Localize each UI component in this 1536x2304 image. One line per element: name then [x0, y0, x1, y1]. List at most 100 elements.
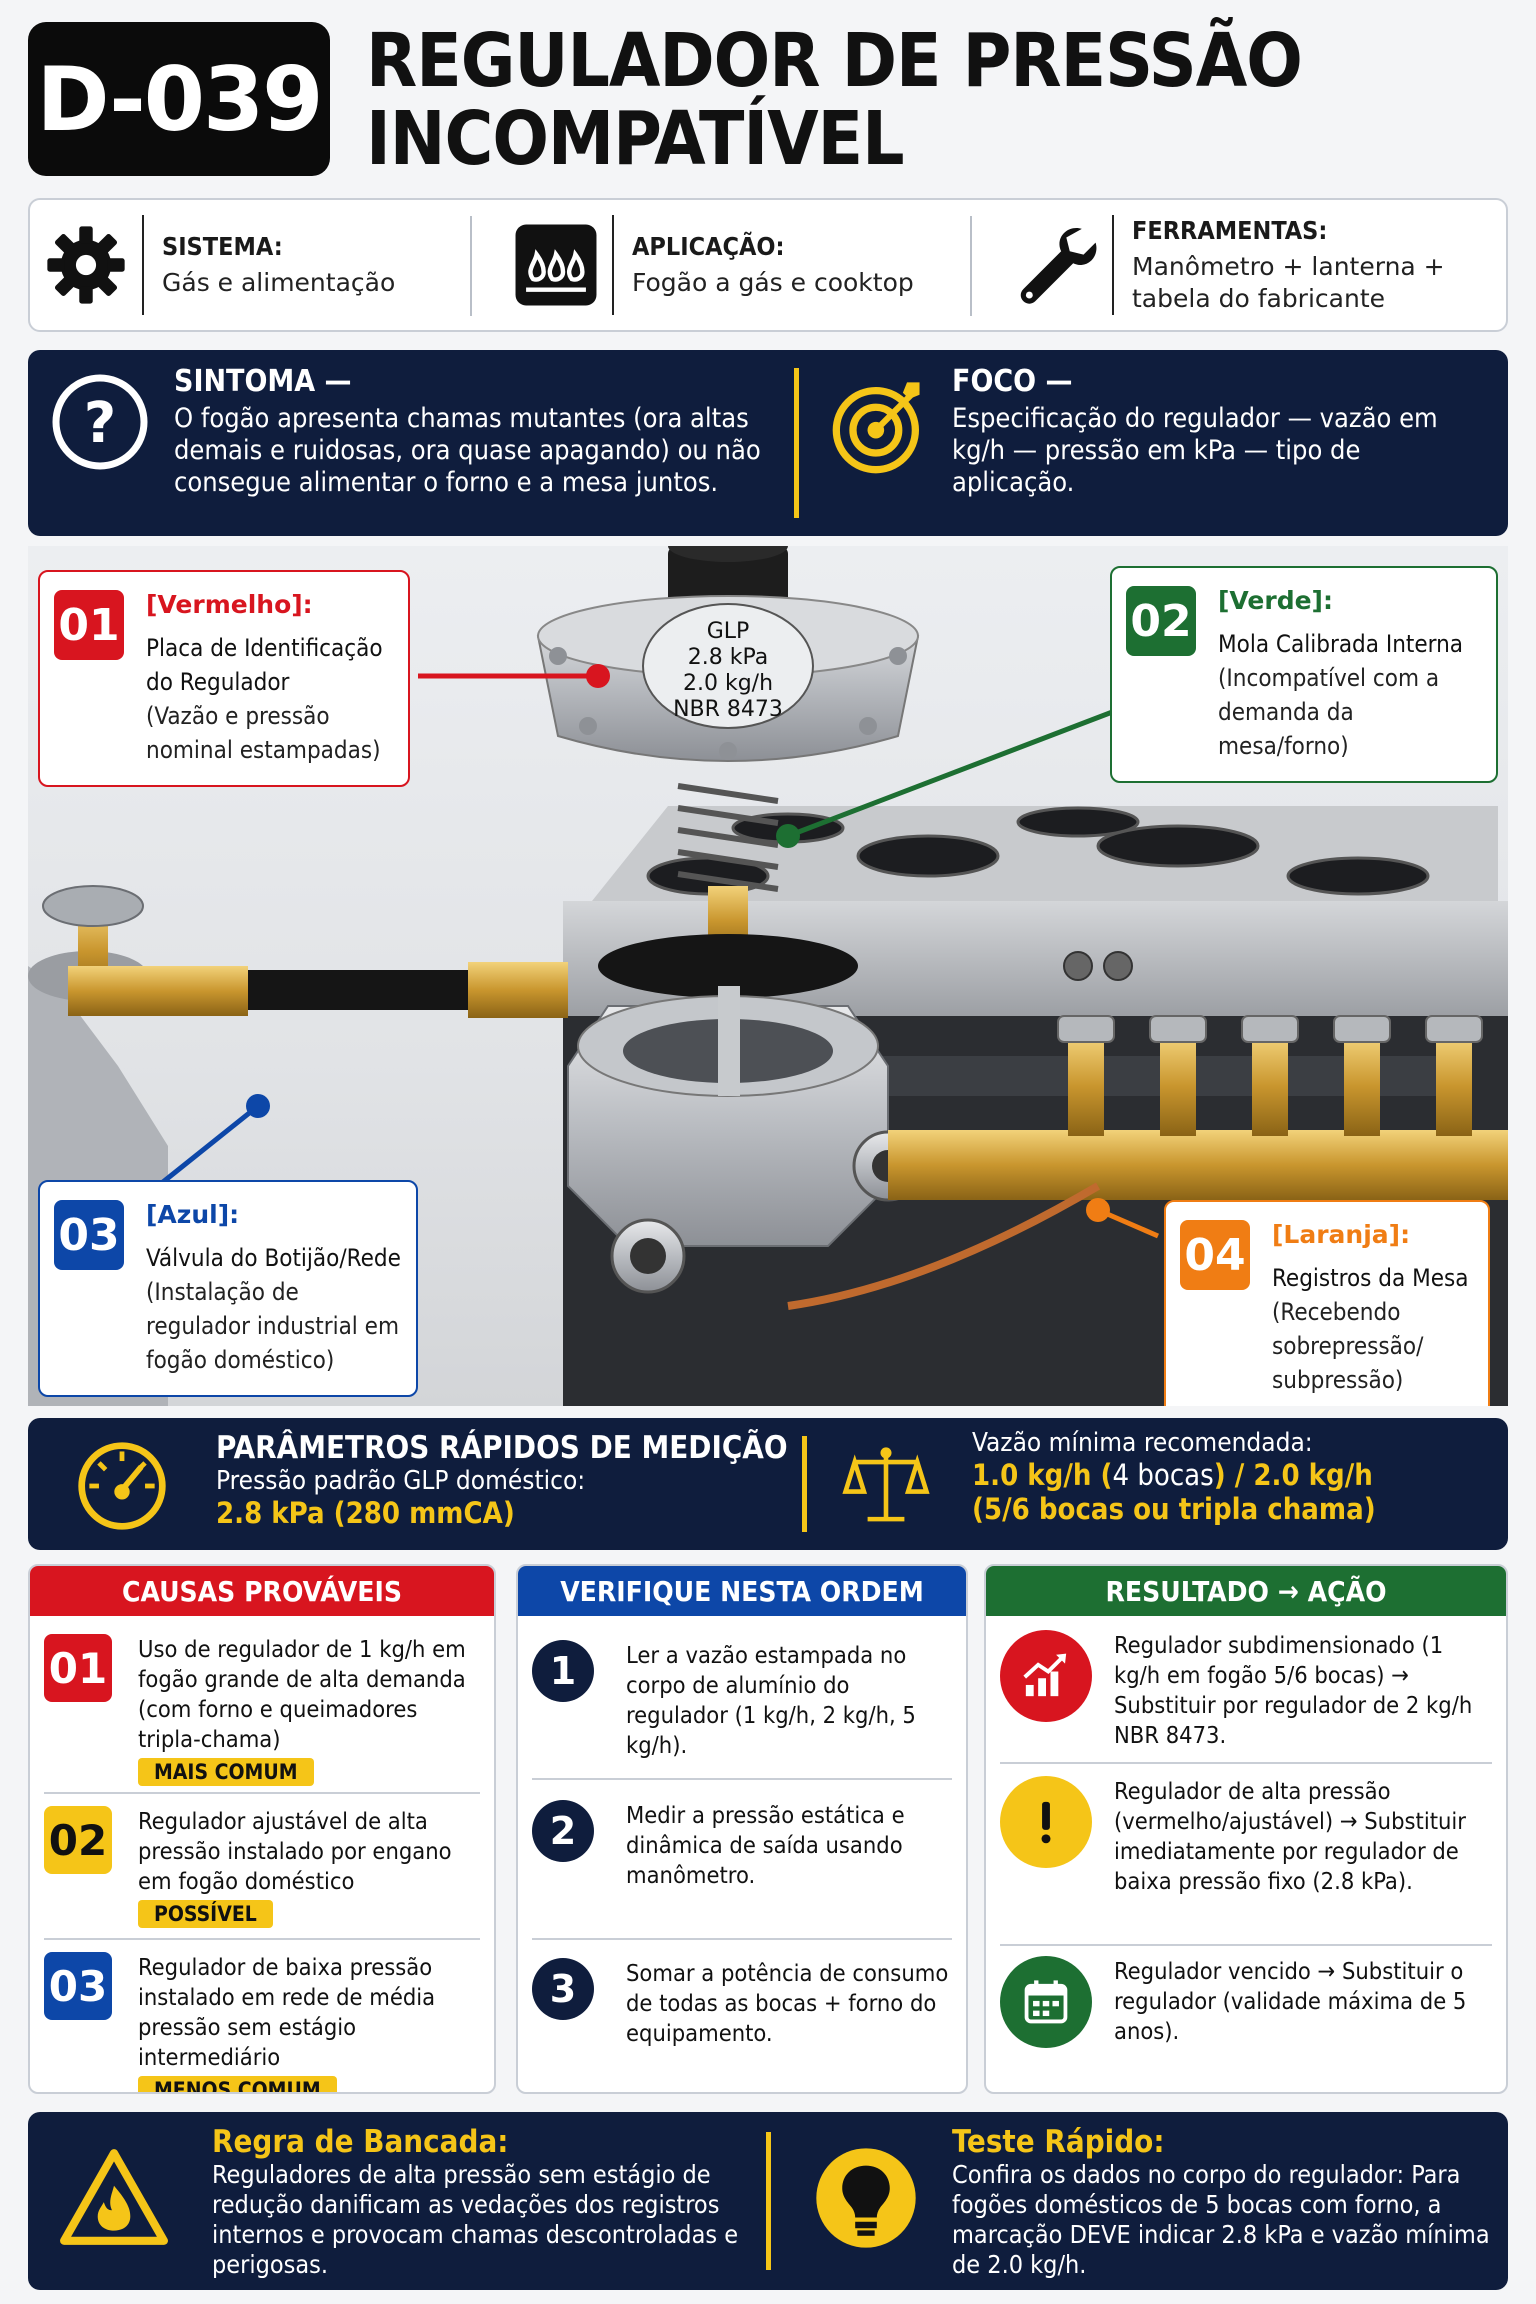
frequency-badge: MAIS COMUM: [138, 1758, 314, 1786]
cause-text: Regulador de baixa pressão instalado em …: [138, 1953, 436, 2071]
regulator-illustration: GLP 2.8 kPa 2.0 kg/h NBR 8473: [28, 546, 1508, 1406]
flame-icon: [515, 224, 597, 306]
callout-desc: (Incompatível com a demanda da mesa/forn…: [1218, 664, 1440, 760]
exclamation-icon: [1000, 1776, 1092, 1868]
test-title: Teste Rápido:: [952, 2124, 1165, 2160]
info-label: APLICAÇÃO:: [632, 231, 785, 261]
info-label: SISTEMA:: [162, 231, 283, 261]
callout-green: 02 [Verde]:Mola Calibrada Interna(Incomp…: [1110, 566, 1498, 783]
gauge-icon: [78, 1442, 166, 1530]
frequency-badge: MENOS COMUM: [138, 2076, 337, 2092]
step-number: 3: [532, 1958, 594, 2020]
regulator-body: [567, 934, 924, 1294]
callout-tag: [Azul]:: [146, 1200, 240, 1229]
marker-blue: [246, 1094, 270, 1118]
symptom-text: O fogão apresenta chamas mutantes (ora a…: [174, 403, 761, 498]
flow-value-b: 4 bocas: [1112, 1458, 1214, 1492]
cause-item: 01 Uso de regulador de 1 kg/h em fogão g…: [44, 1634, 480, 1786]
check-step: 2 Medir a pressão estática e dinâmica de…: [532, 1800, 952, 1890]
info-label: FERRAMENTAS:: [1132, 215, 1328, 245]
step-text: Medir a pressão estática e dinâmica de s…: [626, 1801, 905, 1889]
measurement-params: PARÂMETROS RÁPIDOS DE MEDIÇÃO Pressão pa…: [28, 1418, 1508, 1550]
flow-value-c: ) / 2.0 kg/h: [1213, 1458, 1373, 1492]
symptom-title: SINTOMA —: [174, 364, 352, 399]
cause-number: 02: [44, 1806, 112, 1874]
cause-text: Regulador ajustável de alta pressão inst…: [138, 1807, 452, 1895]
callout-number: 03: [54, 1200, 124, 1270]
test-text: Confira os dados no corpo do regulador: …: [952, 2160, 1490, 2279]
title-line-1: REGULADOR DE PRESSÃO: [366, 18, 1303, 104]
info-bar: SISTEMA: Gás e alimentação APLICAÇÃO:Fogã…: [28, 198, 1508, 332]
flow-line-1: 1.0 kg/h (4 bocas) / 2.0 kg/h: [972, 1458, 1492, 1492]
scale-icon: [842, 1447, 930, 1522]
causes-column: CAUSAS PROVÁVEIS 01 Uso de regulador de …: [28, 1564, 496, 2094]
results-column: RESULTADO → AÇÃO Regulador subdimensiona…: [984, 1564, 1508, 2094]
callout-desc: (Vazão e pressão nominal estampadas): [146, 702, 381, 764]
result-text: Regulador subdimensionado (1 kg/h em fog…: [1114, 1631, 1473, 1749]
callout-tag: [Vermelho]:: [146, 590, 313, 619]
result-text: Regulador vencido → Substituir o regulad…: [1114, 1957, 1467, 2045]
marker-green: [776, 824, 800, 848]
check-step: 1 Ler a vazão estampada no corpo de alum…: [532, 1640, 952, 1760]
cause-number: 01: [44, 1634, 112, 1702]
result-text: Regulador de alta pressão (vermelho/ajus…: [1114, 1777, 1466, 1895]
callout-number: 01: [54, 590, 124, 660]
causes-header: CAUSAS PROVÁVEIS: [30, 1566, 494, 1616]
gear-icon: [47, 226, 125, 304]
check-step: 3 Somar a potência de consumo de todas a…: [532, 1958, 952, 2048]
svg-text:?: ?: [84, 391, 116, 456]
frequency-badge: POSSÍVEL: [138, 1900, 273, 1928]
page-title: REGULADOR DE PRESSÃO INCOMPATÍVEL: [366, 22, 1506, 178]
callout-name: Placa de Identificação do Regulador: [146, 634, 383, 696]
info-text: Gás e alimentação: [162, 267, 396, 297]
info-application: APLICAÇÃO:Fogão a gás e cooktop: [500, 200, 980, 330]
result-item: Regulador vencido → Substituir o regulad…: [1000, 1956, 1492, 2048]
checks-header: VERIFIQUE NESTA ORDEM: [518, 1566, 966, 1616]
params-subtitle: Pressão padrão GLP doméstico:: [216, 1466, 586, 1496]
fire-warning-icon: [60, 2149, 168, 2245]
step-text: Somar a potência de consumo de todas as …: [626, 1959, 949, 2047]
result-item: Regulador de alta pressão (vermelho/ajus…: [1000, 1776, 1492, 1896]
stove-manifold: [787, 1015, 1508, 1310]
procedure-code: D-039: [28, 22, 330, 176]
calendar-icon: [1000, 1956, 1092, 2048]
flow-line-2: (5/6 bocas ou tripla chama): [972, 1492, 1376, 1526]
plate-line: NBR 8473: [673, 697, 783, 722]
question-icon: ?: [52, 374, 148, 470]
cylinder-valve: [42, 885, 568, 1018]
footer-panel: Regra de Bancada: Reguladores de alta pr…: [28, 2112, 1508, 2290]
checks-column: VERIFIQUE NESTA ORDEM 1 Ler a vazão esta…: [516, 1564, 968, 2094]
lightbulb-icon: [816, 2148, 916, 2248]
cause-item: 03 Regulador de baixa pressão instalado …: [44, 1952, 480, 2092]
plate-line: GLP: [707, 619, 750, 644]
callout-number: 02: [1126, 586, 1196, 656]
title-line-2: INCOMPATÍVEL: [366, 96, 905, 182]
target-icon: [832, 382, 920, 474]
focus-title: FOCO —: [952, 364, 1073, 399]
leader-line-blue: [156, 1104, 260, 1188]
callout-number: 04: [1180, 1220, 1250, 1290]
marker-orange: [1086, 1198, 1110, 1222]
cause-item: 02 Regulador ajustável de alta pressão i…: [44, 1806, 480, 1928]
step-number: 1: [532, 1640, 594, 1702]
plate-line: 2.8 kPa: [688, 645, 768, 670]
params-title: PARÂMETROS RÁPIDOS DE MEDIÇÃO: [216, 1430, 788, 1466]
callout-name: Válvula do Botijão/Rede: [146, 1244, 401, 1272]
flow-label: Vazão mínima recomendada:: [972, 1428, 1313, 1458]
marker-red: [586, 664, 610, 688]
callout-red: 01 [Vermelho]: Placa de Identificação do …: [38, 570, 410, 787]
chart-up-icon: [1000, 1630, 1092, 1722]
results-header: RESULTADO → AÇÃO: [986, 1566, 1506, 1616]
info-tools: FERRAMENTAS:Manômetro + lanterna + tabel…: [1000, 200, 1500, 330]
leader-line-green: [787, 703, 1129, 839]
params-value: 2.8 kPa (280 mmCA): [216, 1496, 515, 1530]
rule-title: Regra de Bancada:: [212, 2124, 509, 2160]
plate-line: 2.0 kg/h: [683, 671, 773, 696]
callout-name: Mola Calibrada Interna: [1218, 630, 1464, 658]
cause-number: 03: [44, 1952, 112, 2020]
regulator-cover: GLP 2.8 kPa 2.0 kg/h NBR 8473: [536, 546, 920, 762]
result-item: Regulador subdimensionado (1 kg/h em fog…: [1000, 1630, 1492, 1750]
callout-desc: (Recebendo sobrepressão/ subpressão): [1272, 1298, 1424, 1394]
flow-value-a: 1.0 kg/h (: [972, 1458, 1113, 1492]
rule-text: Reguladores de alta pressão sem estágio …: [212, 2160, 739, 2279]
